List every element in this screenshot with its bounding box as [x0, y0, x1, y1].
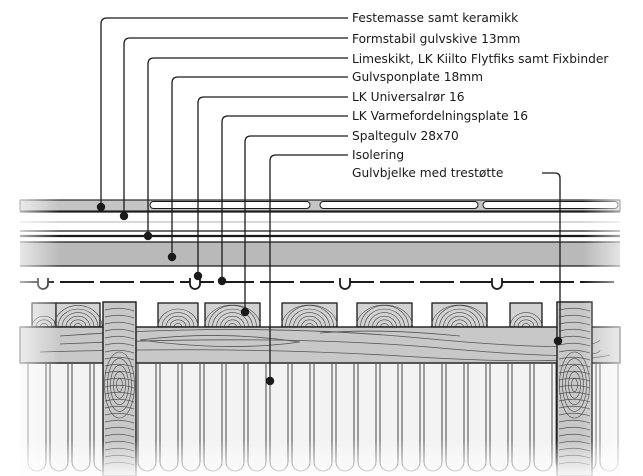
slat — [281, 302, 338, 328]
ceramic-tile — [319, 201, 479, 209]
leader-lines — [96, 17, 563, 386]
heat-plate-layer — [20, 278, 620, 290]
leader-line — [123, 37, 348, 216]
label-insulation: Isolering — [352, 148, 404, 162]
label-chipboard: Gulvsponplate 18mm — [352, 70, 483, 84]
slat-row — [31, 302, 543, 328]
ceramic-tiles — [149, 201, 619, 209]
label-joist: Gulvbjelke med trestøtte — [352, 166, 503, 180]
label-adhesive: Limeskikt, LK Kiilto Flytfiks samt Fixbi… — [352, 52, 609, 66]
label-ceramics: Festemasse samt keramikk — [352, 11, 519, 25]
leader-line — [197, 96, 348, 276]
leader-line — [221, 115, 348, 281]
leader-dot — [96, 202, 106, 212]
slat — [53, 302, 103, 328]
slat — [431, 302, 488, 328]
leader-line — [269, 154, 348, 381]
pipe-icon — [339, 278, 351, 290]
leader-dot — [143, 231, 153, 241]
leader-line — [147, 57, 348, 236]
pipe-icon — [491, 278, 503, 290]
leader-line — [171, 76, 348, 257]
leader-line — [542, 172, 561, 341]
slat — [157, 302, 199, 328]
label-stable-board: Formstabil gulvskive 13mm — [352, 32, 520, 46]
label-heat-plate: LK Varmefordelningsplate 16 — [352, 109, 528, 123]
leader-dot — [167, 252, 177, 262]
leader-dot — [265, 376, 275, 386]
leader-dot — [119, 211, 129, 221]
slat — [204, 302, 261, 328]
ceramic-tile — [149, 201, 311, 209]
slat — [509, 302, 543, 328]
labels: Festemasse samt keramikk Formstabil gulv… — [352, 11, 609, 180]
leader-line — [100, 17, 348, 207]
slat — [356, 302, 413, 328]
leader-dot — [240, 307, 250, 317]
label-slat-floor: Spaltegulv 28x70 — [352, 129, 459, 143]
leader-dot — [217, 276, 227, 286]
leader-line — [244, 135, 348, 312]
ceramic-tile-layer — [19, 199, 621, 212]
label-universal-pipe: LK Universalrør 16 — [352, 90, 464, 104]
leader-dot — [553, 336, 563, 346]
leader-dot — [193, 271, 203, 281]
stable-board-layer — [20, 211, 620, 232]
chipboard-layer — [20, 241, 620, 267]
pipe-icon — [189, 278, 201, 290]
